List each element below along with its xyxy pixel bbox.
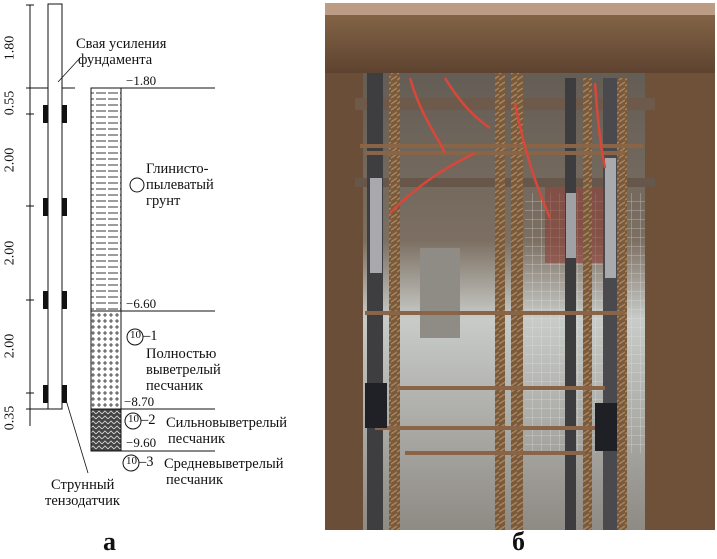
pile-label: фундамента (78, 52, 153, 68)
layer-name: пылеватый (146, 177, 214, 193)
layer-name: Глинисто- (146, 161, 209, 177)
layer-code: –2 (141, 412, 156, 428)
layer-code: –3 (139, 454, 154, 470)
pile-label: Свая усиления (76, 36, 167, 52)
layer-name: Средневыветрелый (164, 456, 284, 472)
panel-a-caption: а (103, 527, 116, 556)
layer-name: выветрелый (146, 362, 221, 378)
right-steel-column (645, 73, 715, 530)
level-value: −6.60 (126, 296, 157, 311)
dimension-value: 0.35 (2, 405, 18, 431)
layer-name: Полностью (146, 346, 217, 362)
layer-id-number: 10 (128, 413, 139, 425)
pipe (565, 78, 576, 530)
sensor (62, 198, 67, 216)
strain-gauge (605, 158, 616, 278)
rebar (389, 73, 400, 530)
stirrups (360, 144, 643, 455)
red-cables (389, 77, 607, 219)
sensor (62, 385, 67, 403)
pipe (367, 73, 383, 530)
layer-name: Сильновыветрелый (166, 415, 288, 431)
strain-gauge-sensors (43, 105, 67, 403)
layer-markers (122, 177, 145, 472)
level-value: −9.60 (126, 435, 157, 450)
dimension-value: 0.55 (2, 90, 18, 116)
strain-gauge (370, 178, 382, 273)
dimension-value: 2.00 (2, 147, 18, 173)
layer-name: песчаник (168, 431, 225, 447)
layer-name: грунт (146, 193, 181, 209)
level-value: −8.70 (124, 394, 155, 409)
layer-id-number: 10 (126, 455, 137, 467)
dimension-value: 1.80 (2, 35, 18, 61)
dimension-value: 2.00 (2, 240, 18, 266)
dimension-value: 2.00 (2, 333, 18, 359)
layer-id-number: 10 (130, 329, 141, 341)
rebar (617, 78, 627, 530)
strain-gauge (566, 193, 576, 258)
layer-weathered-sandstone-2 (90, 408, 122, 452)
panel-b-caption: б (512, 527, 525, 556)
pile-leader-line (57, 57, 81, 83)
left-steel-column (325, 73, 363, 530)
rebar (511, 73, 523, 530)
rebar (583, 78, 592, 530)
sensor-leader-line (65, 399, 89, 474)
wire-wrap (595, 403, 617, 451)
rebar (495, 73, 505, 530)
wire-wrap (365, 383, 387, 428)
sensor (62, 291, 67, 309)
reinforcement-pile (47, 3, 63, 410)
photo-illustration (325, 3, 715, 530)
layer-weathered-sandstone-1 (90, 310, 122, 410)
sensor (43, 385, 48, 403)
sensor (43, 198, 48, 216)
layer-name: песчаник (146, 378, 203, 394)
concrete-slab (420, 248, 460, 338)
sensor-label: тензодатчик (45, 493, 120, 509)
sensor (62, 105, 67, 123)
layer-clay-silt (90, 87, 122, 312)
sensor-label: Струнный (51, 477, 115, 493)
layer-name: песчаник (166, 472, 223, 488)
site-photo (325, 3, 715, 530)
level-value: −1.80 (126, 73, 157, 88)
layer-code: –1 (143, 328, 158, 344)
level-lines (121, 87, 215, 452)
pile-schematic (26, 3, 215, 474)
sensor (43, 105, 48, 123)
sensor (43, 291, 48, 309)
